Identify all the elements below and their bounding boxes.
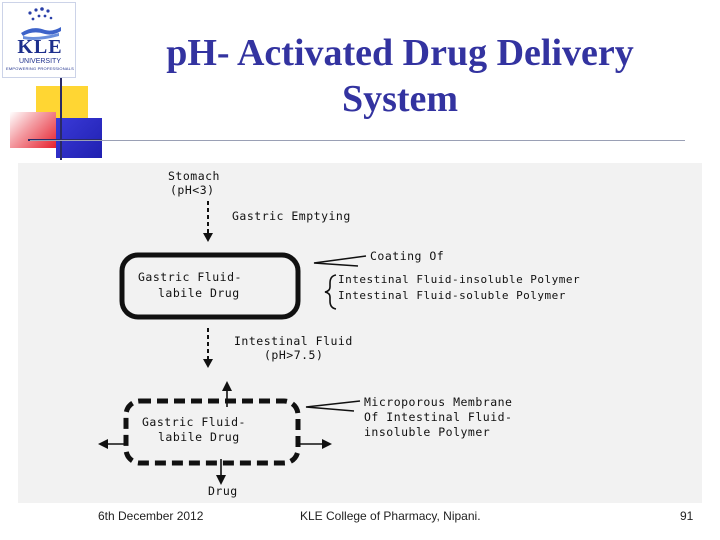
- intestinal-ph-label: (pH>7.5): [264, 348, 324, 362]
- coated-dosage-box: [119, 252, 301, 320]
- membrane-pointer: [305, 400, 361, 412]
- box2-line1: Gastric Fluid-: [142, 415, 246, 429]
- release-arrowhead-right: [322, 439, 332, 449]
- slide-title: pH- Activated Drug Delivery System: [110, 30, 690, 122]
- slide-title-line1: pH- Activated Drug Delivery: [166, 32, 634, 74]
- release-arrowhead-up: [222, 381, 232, 391]
- footer-college: KLE College of Pharmacy, Nipani.: [300, 509, 481, 523]
- stomach-label: Stomach: [168, 169, 220, 183]
- intestinal-fluid-label: Intestinal Fluid: [234, 334, 353, 348]
- logo-wordmark: KLE: [17, 36, 63, 58]
- footer-date: 6th December 2012: [98, 509, 204, 523]
- coating-brace: [324, 274, 337, 310]
- box1-line1: Gastric Fluid-: [138, 270, 242, 284]
- coating-item-insoluble: Intestinal Fluid-insoluble Polymer: [338, 273, 581, 286]
- logo-tagline: EMPOWERING PROFESSIONALS: [6, 66, 74, 71]
- kle-logo: KLE UNIVERSITY EMPOWERING PROFESSIONALS: [2, 2, 76, 78]
- membrane-label-line3: insoluble Polymer: [364, 425, 491, 439]
- stomach-ph-label: (pH<3): [170, 183, 215, 197]
- drug-label: Drug: [208, 484, 238, 498]
- deco-square-blue: [56, 118, 102, 158]
- deco-square-red: [10, 112, 56, 148]
- gastric-emptying-label: Gastric Emptying: [232, 209, 351, 223]
- diagram-graphics: [98, 201, 367, 485]
- membrane-label-line1: Microporous Membrane: [364, 395, 513, 409]
- ph-activated-diagram: Stomach (pH<3) Gastric Emptying Gastric …: [18, 163, 702, 503]
- box2-line2: labile Drug: [158, 430, 240, 444]
- gastric-emptying-arrowhead: [203, 233, 213, 242]
- deco-vertical-line: [60, 78, 62, 160]
- release-arrowhead-down: [216, 475, 226, 485]
- membrane-label-line2: Of Intestinal Fluid-: [364, 410, 513, 424]
- release-arrowhead-left: [98, 439, 108, 449]
- box1-line2: labile Drug: [158, 286, 240, 300]
- porous-membrane-box: [123, 398, 301, 466]
- coating-item-soluble: Intestinal Fluid-soluble Polymer: [338, 289, 566, 302]
- slide-title-line2: System: [341, 78, 459, 120]
- coating-pointer: [313, 255, 367, 267]
- coating-of-label: Coating Of: [370, 249, 445, 263]
- title-divider: [30, 140, 685, 141]
- logo-university: UNIVERSITY: [18, 58, 61, 65]
- footer-page-number: 91: [680, 509, 694, 523]
- intestinal-fluid-arrowhead: [203, 359, 213, 368]
- logo-hand-stars-icon: [21, 7, 61, 40]
